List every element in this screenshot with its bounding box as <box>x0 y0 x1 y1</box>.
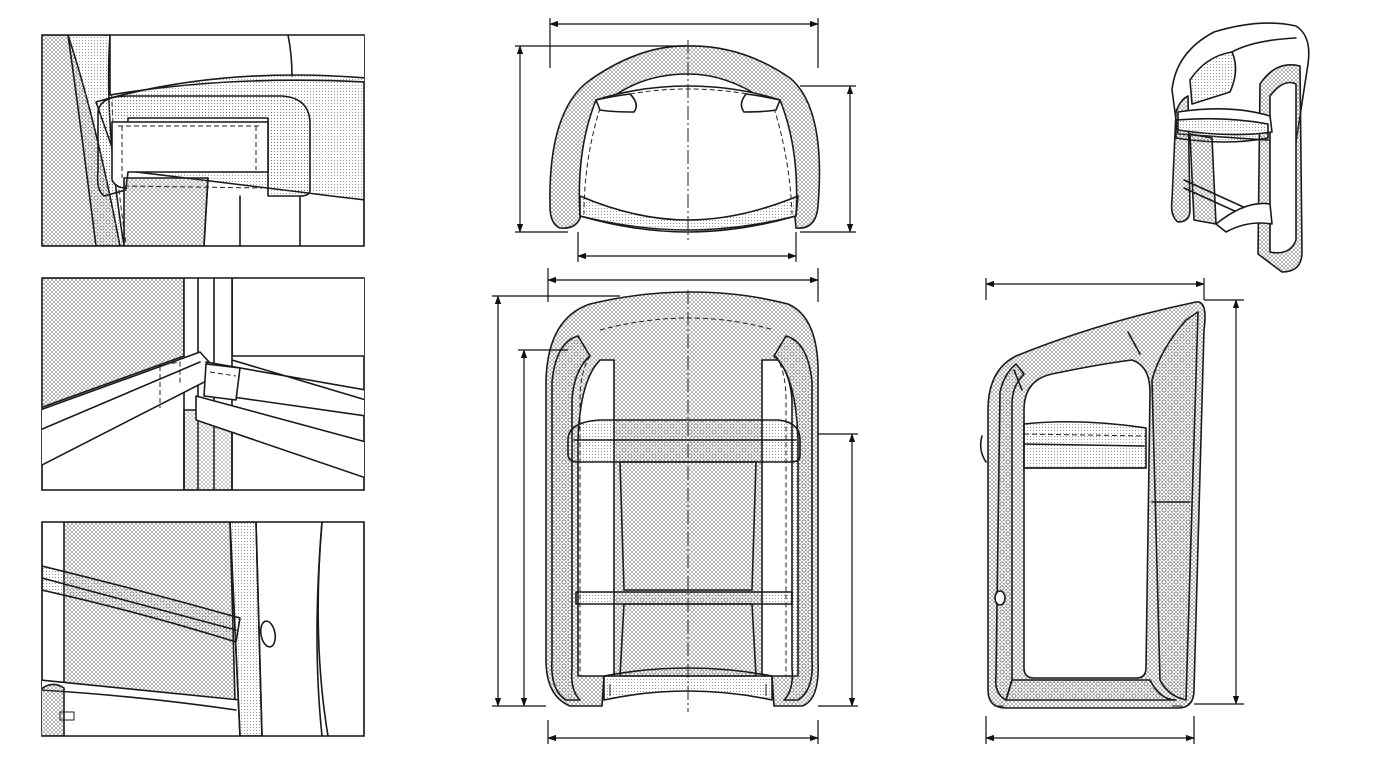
top-view <box>515 18 856 262</box>
perspective-view <box>1172 23 1309 272</box>
front-view <box>492 268 858 744</box>
detail-footrest-fixing <box>40 522 364 736</box>
detail-armrest-joint <box>40 35 366 246</box>
detail-frame-corner-joint <box>40 278 366 490</box>
side-view <box>981 278 1244 744</box>
